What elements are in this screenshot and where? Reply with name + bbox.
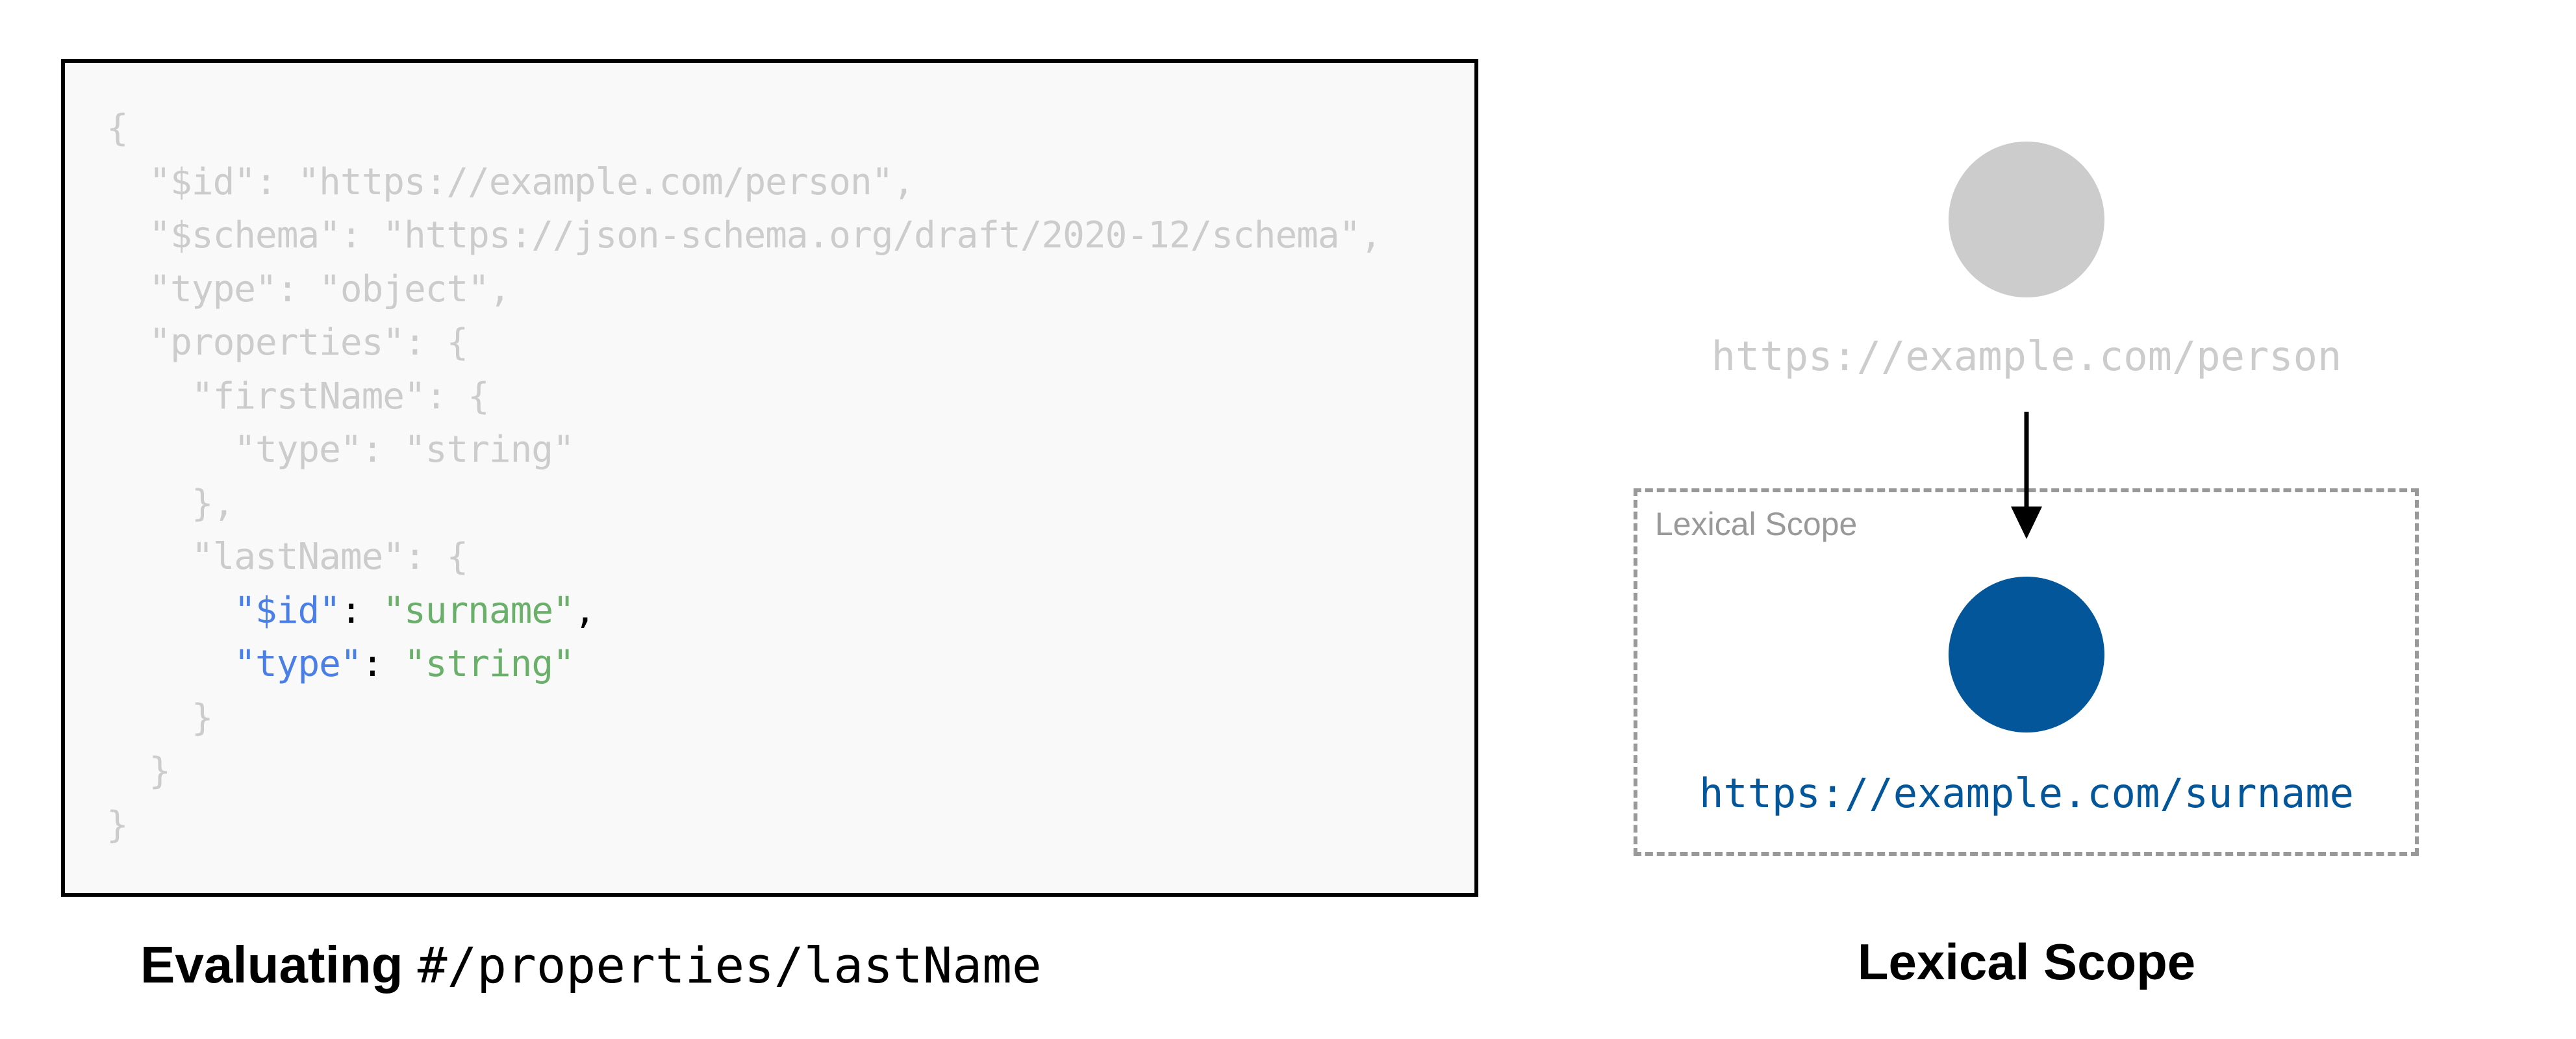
arrow-down-icon — [2011, 412, 2042, 539]
colon: : — [340, 589, 383, 632]
json-schema-code: { "$id": "https://example.com/person", "… — [107, 102, 1382, 852]
evaluation-caption: Evaluating #/properties/lastName — [140, 935, 1042, 995]
code-line: }, — [107, 482, 234, 525]
arrow-head — [2011, 507, 2042, 539]
child-uri: https://example.com/surname — [1699, 770, 2354, 817]
code-line: } — [107, 750, 171, 792]
scope-label: Lexical Scope — [1655, 506, 1858, 542]
child-schema-node — [1949, 577, 2104, 732]
code-line: } — [107, 803, 129, 846]
code-line: "properties": { — [107, 321, 468, 364]
type-key: "type" — [234, 643, 362, 685]
id-value: "surname" — [383, 589, 574, 632]
parent-schema-node — [1949, 142, 2104, 297]
code-line-highlighted-id: "$id": "surname", — [107, 584, 1382, 638]
type-value: "string" — [404, 643, 575, 685]
caption-pointer: #/properties/lastName — [417, 936, 1042, 994]
code-line-highlighted-type: "type": "string" — [107, 638, 1382, 692]
code-line: "type": "object", — [107, 268, 511, 310]
code-line: "$id": "https://example.com/person", — [107, 160, 915, 203]
code-line: } — [107, 696, 214, 739]
comma: , — [574, 589, 596, 632]
code-line: "firstName": { — [107, 375, 490, 418]
colon: : — [361, 643, 405, 685]
parent-uri: https://example.com/person — [1711, 332, 2342, 380]
diagram-title: Lexical Scope — [1857, 933, 2196, 990]
code-line: "lastName": { — [107, 536, 468, 578]
id-key: "$id" — [234, 589, 341, 632]
code-line: "$schema": "https://json-schema.org/draf… — [107, 214, 1382, 257]
caption-bold: Evaluating — [140, 936, 403, 994]
code-line: { — [107, 107, 129, 149]
code-panel: { "$id": "https://example.com/person", "… — [61, 59, 1478, 897]
code-line: "type": "string" — [107, 429, 574, 471]
